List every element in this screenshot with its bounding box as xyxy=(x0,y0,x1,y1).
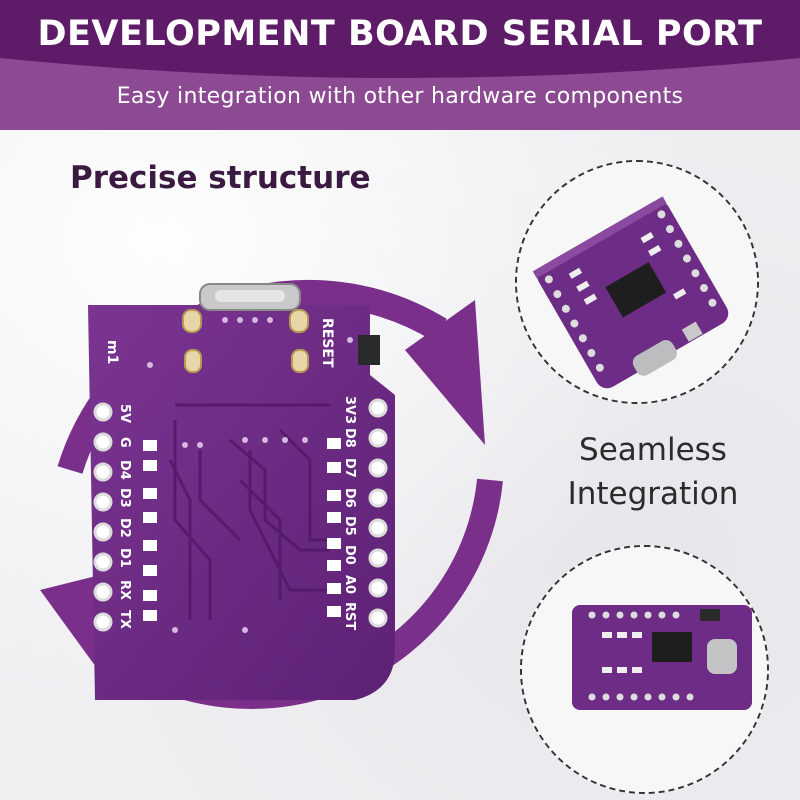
feature-precise-structure: Precise structure xyxy=(70,160,371,196)
left-pin-label: D3 xyxy=(117,488,132,508)
left-pin-label: D1 xyxy=(117,548,132,568)
seamless-line2: Integration xyxy=(567,476,739,512)
mounting-pads xyxy=(182,309,309,373)
right-pin-label: D8 xyxy=(342,428,357,448)
left-pin-holes xyxy=(93,402,113,632)
right-pin-label: A0 xyxy=(342,575,357,594)
left-pin-label: D4 xyxy=(117,460,132,480)
left-solder-pads xyxy=(143,440,157,621)
header-banner: DEVELOPMENT BOARD SERIAL PORT Easy integ… xyxy=(0,0,800,130)
page-subtitle: Easy integration with other hardware com… xyxy=(116,84,684,109)
right-pin-label: D6 xyxy=(342,488,357,508)
right-pin-label: RST xyxy=(342,602,357,630)
left-pin-label: 5V xyxy=(117,404,132,423)
right-pin-label: D7 xyxy=(342,458,357,478)
right-pin-holes xyxy=(368,398,388,628)
left-pin-label: G xyxy=(117,437,132,448)
left-pin-label: D2 xyxy=(117,518,132,538)
reset-label: RESET xyxy=(319,318,335,368)
board-photo-bottom-image xyxy=(522,547,767,792)
reset-button-graphic xyxy=(358,335,380,365)
seamless-line1: Seamless xyxy=(579,432,727,468)
board-photo-top xyxy=(515,160,759,404)
right-pin-label: D5 xyxy=(342,516,357,536)
right-solder-pads xyxy=(327,438,341,617)
board-marking: m1 xyxy=(104,340,120,364)
page-title: DEVELOPMENT BOARD SERIAL PORT xyxy=(37,14,763,54)
rotate-arrow-top-head xyxy=(405,300,485,445)
pcb-traces xyxy=(168,403,340,620)
right-pin-label: 3V3 xyxy=(342,396,357,424)
board-photo-bottom xyxy=(520,545,769,794)
feature-seamless-integration: Seamless Integration xyxy=(548,428,758,516)
left-pin-label: RX xyxy=(117,580,132,600)
right-pin-label: D0 xyxy=(342,545,357,565)
board-photo-top-image xyxy=(517,162,757,402)
header-shape xyxy=(0,0,800,130)
vias xyxy=(147,317,353,633)
left-pin-label: TX xyxy=(117,610,132,629)
